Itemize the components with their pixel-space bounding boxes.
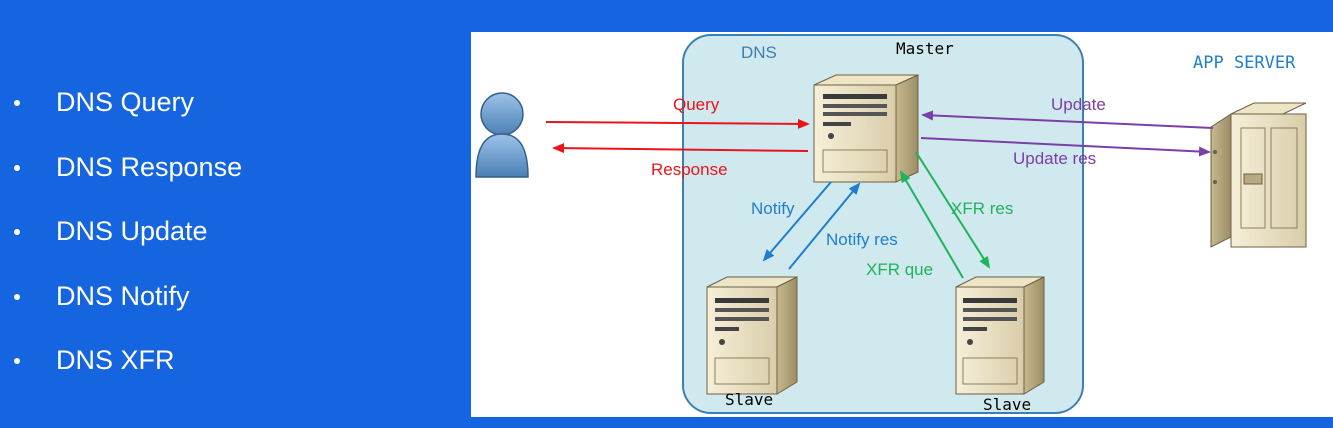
app-server-icon bbox=[1210, 102, 1307, 248]
bullet-dns-update: DNS Update bbox=[0, 199, 440, 264]
slave-right-server-icon bbox=[955, 276, 1045, 395]
response-arrow bbox=[552, 143, 809, 154]
notify-res-arrow bbox=[788, 182, 861, 270]
user-icon bbox=[475, 92, 529, 178]
bullet-list: DNS Query DNS Response DNS Update DNS No… bbox=[0, 70, 440, 393]
dns-diagram: DNS Master bbox=[471, 32, 1333, 417]
xfr-que-arrow bbox=[899, 170, 964, 279]
app-server-label: APP SERVER bbox=[1193, 53, 1296, 73]
footer-watermark: @稀土掘金技术社区 bbox=[1178, 398, 1323, 415]
update-res-label: Update res bbox=[1013, 149, 1096, 168]
notify-res-label: Notify res bbox=[826, 230, 898, 249]
xfr-res-label: XFR res bbox=[951, 199, 1013, 218]
bullet-dns-response: DNS Response bbox=[0, 135, 440, 200]
bullet-dns-query: DNS Query bbox=[0, 70, 440, 135]
notify-label: Notify bbox=[751, 199, 795, 218]
query-arrow bbox=[545, 118, 810, 129]
master-server-icon bbox=[813, 74, 919, 183]
update-arrow bbox=[921, 110, 1214, 129]
update-label: Update bbox=[1051, 95, 1106, 114]
dns-zone-title: DNS bbox=[741, 43, 777, 62]
master-label: Master bbox=[896, 39, 954, 58]
xfr-res-arrow bbox=[915, 151, 991, 269]
bullet-dns-xfr: DNS XFR bbox=[0, 328, 440, 393]
update-res-arrow bbox=[920, 137, 1211, 157]
slave-right-label: Slave bbox=[983, 395, 1031, 414]
notify-arrow bbox=[762, 181, 832, 262]
response-label: Response bbox=[651, 160, 728, 179]
xfr-que-label: XFR que bbox=[866, 260, 933, 279]
diagram-canvas: DNS Master bbox=[475, 34, 1307, 414]
slave-left-label: Slave bbox=[725, 390, 773, 409]
bullet-dns-notify: DNS Notify bbox=[0, 264, 440, 329]
query-label: Query bbox=[673, 95, 720, 114]
slave-left-server-icon bbox=[706, 276, 798, 395]
